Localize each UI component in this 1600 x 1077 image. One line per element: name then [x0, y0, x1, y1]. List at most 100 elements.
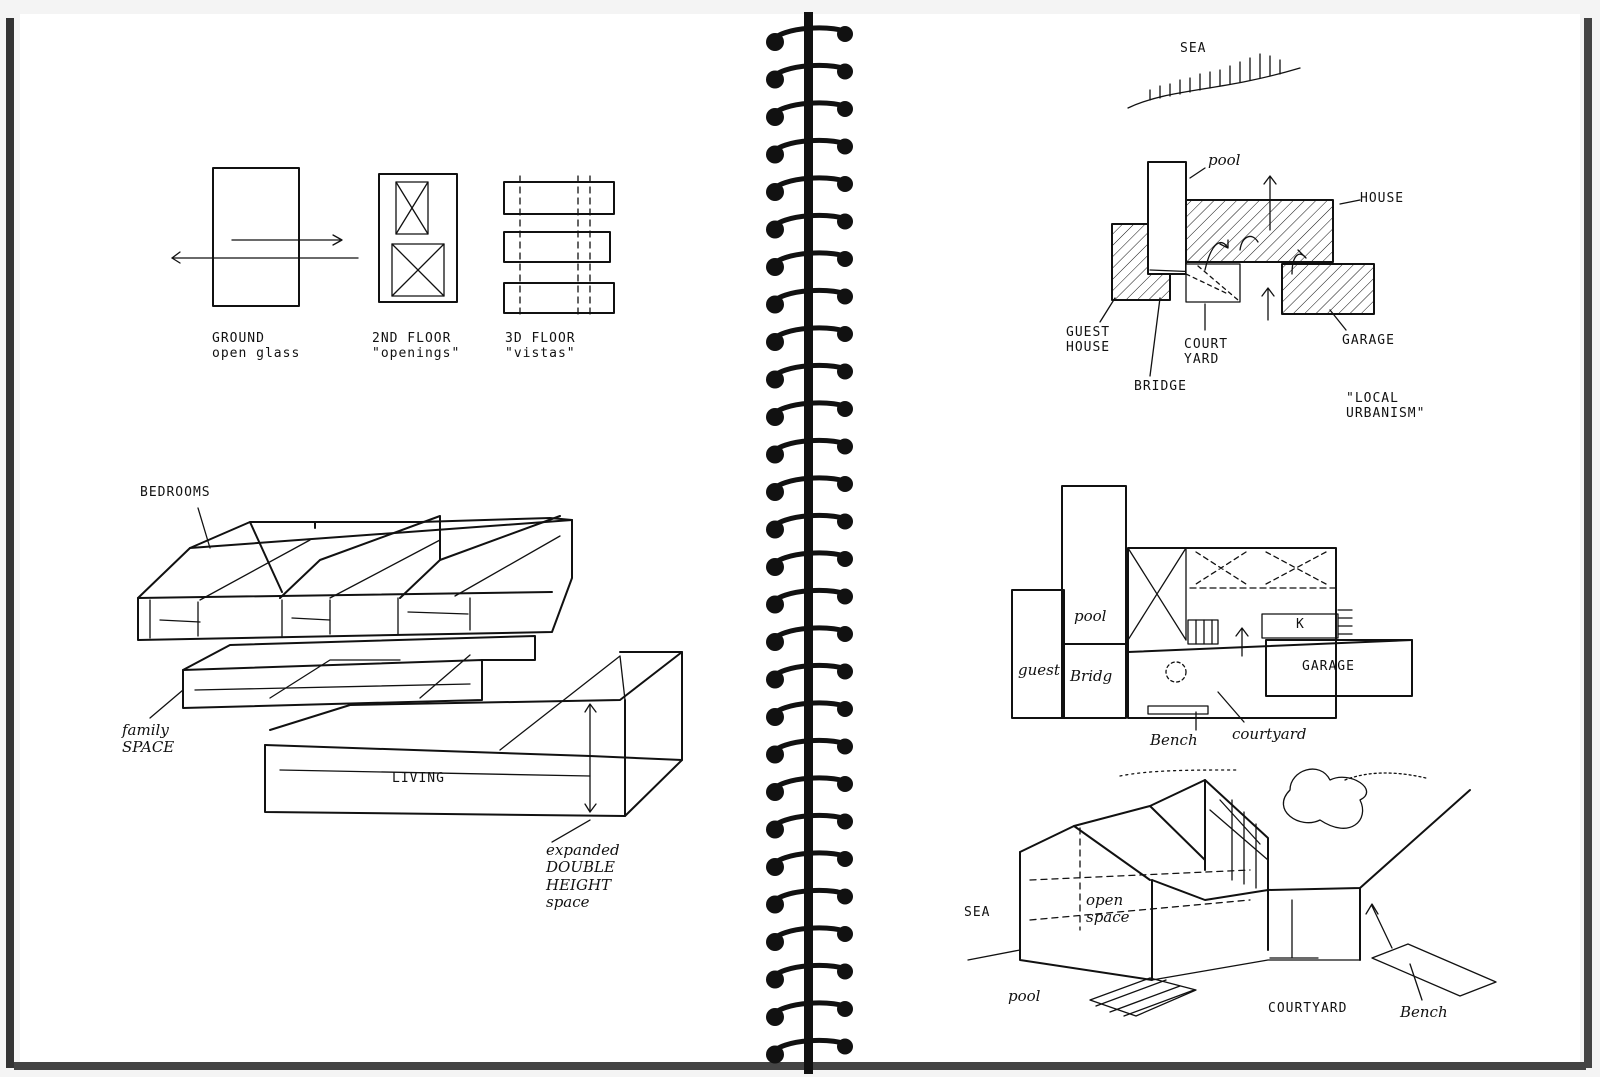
binding-hole [766, 1008, 784, 1026]
second-floor-label: 2ND FLOOR "openings" [372, 331, 461, 361]
expanded-double-height-label: expanded DOUBLE HEIGHT space [546, 841, 620, 911]
binding-hole [837, 701, 853, 717]
bottom-edge [14, 1062, 1586, 1070]
bedrooms-label: BEDROOMS [140, 485, 211, 500]
perspective-sketch [967, 768, 1497, 1017]
ground-floor-label: GROUND open glass [212, 331, 301, 361]
open-space-label: open space [1086, 891, 1130, 927]
binding-rings [766, 25, 853, 1064]
ground-floor-diagram [171, 167, 359, 307]
binding-hole [837, 551, 853, 567]
binding-hole [837, 101, 853, 117]
binding-hole [766, 370, 784, 389]
binding-hole [766, 408, 784, 426]
pool-label-top: pool [1208, 151, 1241, 169]
binding-hole [837, 438, 853, 455]
binding-hole [837, 363, 853, 380]
binding-hole [837, 888, 853, 905]
binding-hole [837, 776, 853, 792]
binding-hole [837, 626, 853, 642]
binding-hole [837, 963, 853, 980]
left-page [20, 14, 810, 1062]
sea-label-persp: SEA [964, 905, 991, 920]
binding-hole [766, 783, 784, 801]
binding-hole [837, 288, 853, 305]
binding-hole [837, 1001, 853, 1017]
sea-sketch [1127, 53, 1301, 109]
spiral-binding [766, 12, 853, 1074]
left-edge [6, 18, 14, 1068]
guest-plan-label: guest [1018, 661, 1060, 679]
binding-hole [766, 558, 784, 576]
binding-hole [837, 251, 853, 267]
third-floor-label: 3D FLOOR "vistas" [505, 331, 576, 361]
right-edge [1584, 18, 1592, 1068]
binding-hole [766, 820, 784, 839]
binding-hole [837, 813, 853, 830]
site-plan-sketch [1099, 161, 1375, 377]
binding-hole [766, 970, 784, 989]
binding-hole [766, 933, 784, 951]
binding-hole [766, 1045, 784, 1064]
garage-plan-label: GARAGE [1302, 659, 1355, 674]
binding-hole [837, 513, 853, 530]
binding-hole [837, 926, 853, 942]
local-urbanism-label: "LOCAL URBANISM" [1346, 391, 1426, 421]
binding-hole [837, 588, 853, 605]
binding-hole [766, 295, 784, 314]
binding-hole [766, 745, 784, 764]
house-label: HOUSE [1360, 191, 1405, 206]
k-plan-label: K [1296, 617, 1305, 632]
binding-hole [766, 595, 784, 614]
guest-house-label: GUEST HOUSE [1066, 325, 1111, 355]
binding-hole [837, 63, 853, 80]
binding-hole [837, 1038, 853, 1055]
bench-persp-label: Bench [1400, 1003, 1448, 1021]
binding-hole [766, 258, 784, 276]
binding-hole [766, 445, 784, 464]
binding-hole [837, 26, 853, 42]
binding-hole [766, 670, 784, 689]
garage-label-top: GARAGE [1342, 333, 1395, 348]
binding-hole [837, 138, 853, 155]
binding-spine [804, 12, 813, 1074]
binding-hole [766, 520, 784, 539]
binding-hole [837, 326, 853, 342]
binding-hole [766, 333, 784, 351]
binding-hole [766, 220, 784, 239]
pool-plan-label: pool [1074, 607, 1107, 625]
living-label: LIVING [392, 771, 445, 786]
binding-hole [766, 858, 784, 876]
binding-hole [766, 108, 784, 126]
right-page [810, 14, 1580, 1062]
sea-label-top: SEA [1180, 41, 1207, 56]
family-space-label: family SPACE [122, 721, 175, 757]
binding-hole [766, 33, 784, 51]
second-floor-diagram [378, 173, 458, 303]
binding-hole [837, 476, 853, 492]
binding-hole [766, 708, 784, 726]
binding-hole [837, 738, 853, 755]
courtyard-plan-label: courtyard [1232, 725, 1307, 743]
binding-hole [766, 145, 784, 164]
bridg-plan-label: Bridg [1070, 667, 1113, 685]
binding-hole [766, 483, 784, 501]
third-floor-diagram [503, 175, 615, 319]
bench-plan-label: Bench [1150, 731, 1198, 749]
bridge-label: BRIDGE [1134, 379, 1187, 394]
binding-hole [766, 895, 784, 914]
binding-hole [837, 213, 853, 230]
binding-hole [766, 183, 784, 201]
binding-hole [837, 401, 853, 417]
court-yard-label: COURT YARD [1184, 337, 1229, 367]
pool-persp-label: pool [1008, 987, 1041, 1005]
binding-hole [766, 70, 784, 89]
floor-plan-sketch [1011, 485, 1413, 731]
courtyard-persp-label: COURTYARD [1268, 1001, 1348, 1016]
binding-hole [837, 176, 853, 192]
binding-hole [837, 851, 853, 867]
binding-hole [766, 633, 784, 651]
axonometric-sketch [137, 507, 683, 843]
binding-hole [837, 663, 853, 680]
